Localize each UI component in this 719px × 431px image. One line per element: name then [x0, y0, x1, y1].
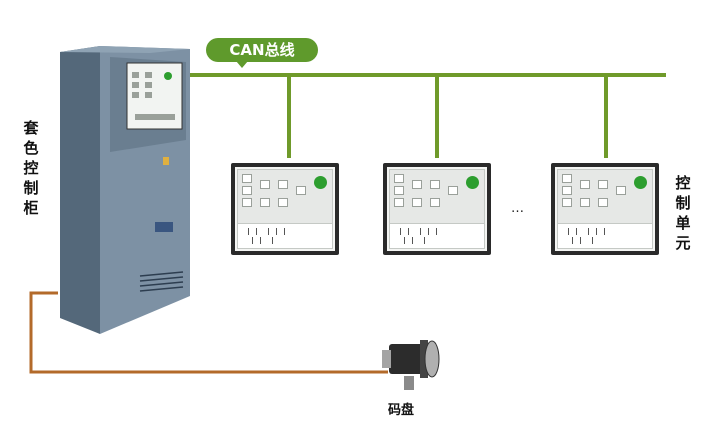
can-bus-label: CAN总线 [206, 38, 318, 68]
encoder-label: 码盘 [388, 403, 415, 418]
can-bus [186, 73, 666, 158]
control-unit-panel-icon [383, 163, 491, 255]
rotary-encoder-icon [382, 340, 440, 390]
control-unit-panel-icon [551, 163, 659, 255]
control-cabinet-icon [60, 46, 190, 334]
encoder-cable [29, 291, 388, 374]
control-unit-panel-icon [231, 163, 339, 255]
ellipsis: … [511, 201, 525, 216]
control-unit-label: 控制单元 [675, 174, 691, 252]
cabinet-label: 套色控制柜 [23, 119, 39, 217]
